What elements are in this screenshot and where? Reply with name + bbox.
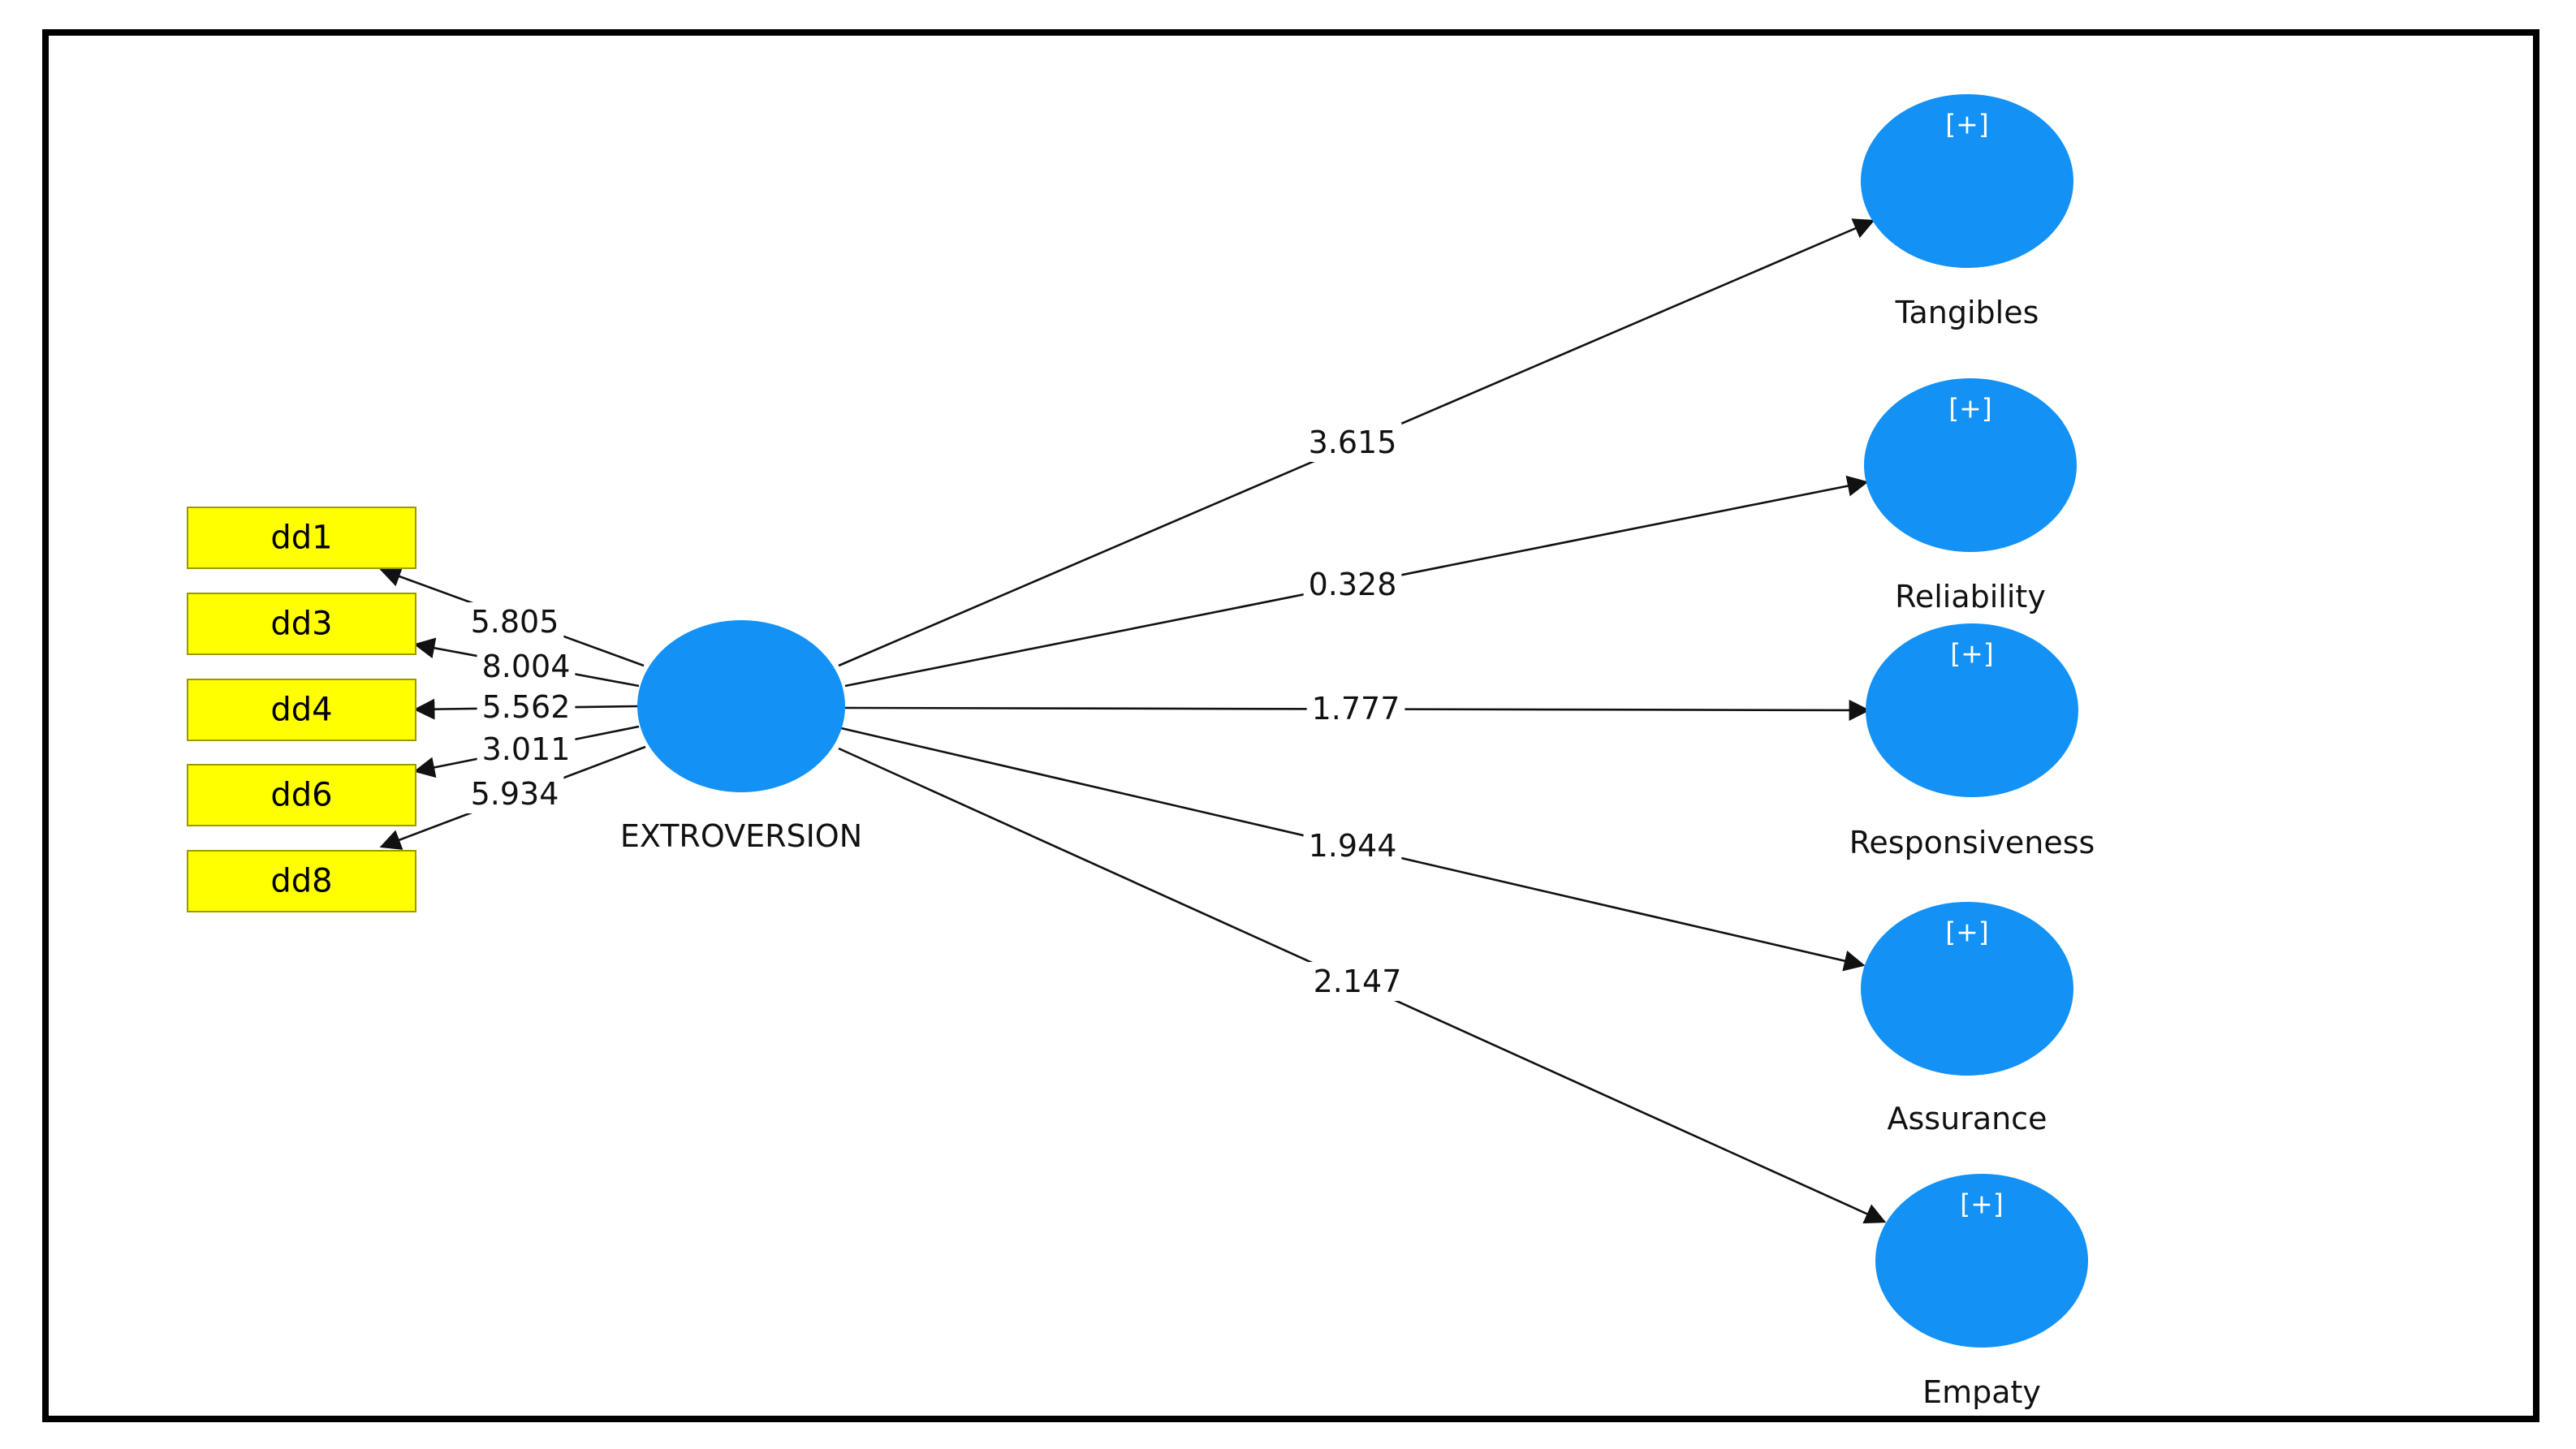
path-coefficient-assurance: 1.944 (1309, 828, 1397, 864)
indicator-dd4[interactable]: dd4 (187, 679, 416, 741)
indicator-label: dd8 (270, 863, 332, 900)
path-coefficient-assurance-bg (1303, 826, 1402, 865)
construct-label: EXTROVERSION (620, 818, 862, 854)
indicator-box[interactable] (187, 850, 416, 912)
construct-extroversion[interactable]: EXTROVERSION (620, 620, 862, 854)
expand-toggle[interactable]: [+] (1945, 109, 1988, 140)
path-coefficient-reliability-bg (1303, 565, 1402, 604)
outer-weight-dd4: 5.562 (482, 689, 571, 725)
indicator-box[interactable] (187, 764, 416, 826)
outer-weight-dd1-group: 5.805 (465, 602, 564, 641)
outer-weight-dd8-group: 5.934 (465, 774, 564, 813)
construct-label: Assurance (1888, 1101, 2047, 1136)
path-coefficient-responsiveness-bg (1306, 689, 1405, 728)
construct-reliability[interactable]: [+] Reliability (1864, 378, 2077, 615)
indicator-label: dd3 (270, 606, 332, 643)
outer-weight-dd6-group: 3.011 (477, 730, 576, 769)
indicator-box[interactable] (187, 593, 416, 655)
path-coefficient-empaty-bg (1308, 962, 1407, 1001)
indicator-box[interactable] (187, 507, 416, 569)
path-coefficient-responsiveness: 1.777 (1312, 691, 1400, 727)
construct-circle[interactable] (1864, 378, 2077, 552)
expand-toggle[interactable]: [+] (1945, 916, 1988, 948)
outer-weight-dd4-group: 5.562 (477, 688, 576, 727)
nodes-layer: dd1dd3dd4dd6dd8EXTROVERSION[+]Tangibles[… (187, 94, 2095, 1410)
indicator-label: dd4 (270, 692, 332, 729)
construct-responsiveness[interactable]: [+] Responsiveness (1849, 623, 2095, 860)
path-coefficient-tangibles: 3.615 (1309, 425, 1397, 460)
construct-circle[interactable] (1861, 94, 2073, 268)
outer-weight-dd6: 3.011 (482, 731, 571, 767)
path-coefficient-empaty: 2.147 (1314, 964, 1402, 999)
indicator-dd8[interactable]: dd8 (187, 850, 416, 912)
indicator-label: dd1 (270, 520, 332, 557)
path-coefficient-assurance-group: 1.944 (1303, 826, 1402, 865)
expand-toggle[interactable]: [+] (1948, 393, 1991, 425)
indicator-dd3[interactable]: dd3 (187, 593, 416, 655)
outer-weight-dd3: 8.004 (482, 649, 571, 684)
indicator-dd6[interactable]: dd6 (187, 764, 416, 826)
outer-weight-dd3-group: 8.004 (477, 647, 576, 686)
edges-layer (379, 218, 1887, 1224)
construct-label: Responsiveness (1849, 825, 2095, 860)
construct-label: Empaty (1922, 1374, 2041, 1410)
construct-circle[interactable] (1875, 1174, 2088, 1348)
path-coefficient-reliability-group: 0.328 (1303, 565, 1402, 604)
indicator-label: dd6 (270, 777, 332, 814)
outer-weight-dd8: 5.934 (471, 776, 559, 812)
diagram-frame (42, 29, 2539, 1422)
outer-weight-dd1-bg (465, 602, 564, 641)
expand-toggle[interactable]: [+] (1960, 1188, 2003, 1220)
path-coefficient-responsiveness-group: 1.777 (1306, 689, 1405, 728)
construct-tangibles[interactable]: [+] Tangibles (1861, 94, 2073, 330)
construct-circle[interactable] (1861, 902, 2073, 1076)
construct-label: Tangibles (1895, 295, 2039, 330)
labels-layer: 5.805 8.004 5.562 3.011 5.934 3.615 0.328 1.777… (465, 423, 1407, 1001)
path-coefficient-reliability: 0.328 (1309, 567, 1397, 602)
construct-empaty[interactable]: [+] Empaty (1875, 1174, 2088, 1410)
outer-weight-dd8-bg (465, 774, 564, 813)
indicator-dd1[interactable]: dd1 (187, 507, 416, 569)
outer-weight-dd6-bg (477, 730, 576, 769)
outer-weight-dd1: 5.805 (471, 604, 559, 640)
construct-circle[interactable] (637, 620, 845, 792)
outer-weight-dd3-bg (477, 647, 576, 686)
construct-circle[interactable] (1866, 623, 2078, 797)
expand-toggle[interactable]: [+] (1950, 638, 1993, 670)
path-coefficient-tangibles-group: 3.615 (1303, 423, 1402, 462)
construct-assurance[interactable]: [+] Assurance (1861, 902, 2073, 1136)
path-coefficient-empaty-group: 2.147 (1308, 962, 1407, 1001)
indicator-box[interactable] (187, 679, 416, 741)
construct-label: Reliability (1895, 579, 2046, 615)
outer-weight-dd4-bg (477, 688, 576, 727)
path-coefficient-tangibles-bg (1303, 423, 1402, 462)
